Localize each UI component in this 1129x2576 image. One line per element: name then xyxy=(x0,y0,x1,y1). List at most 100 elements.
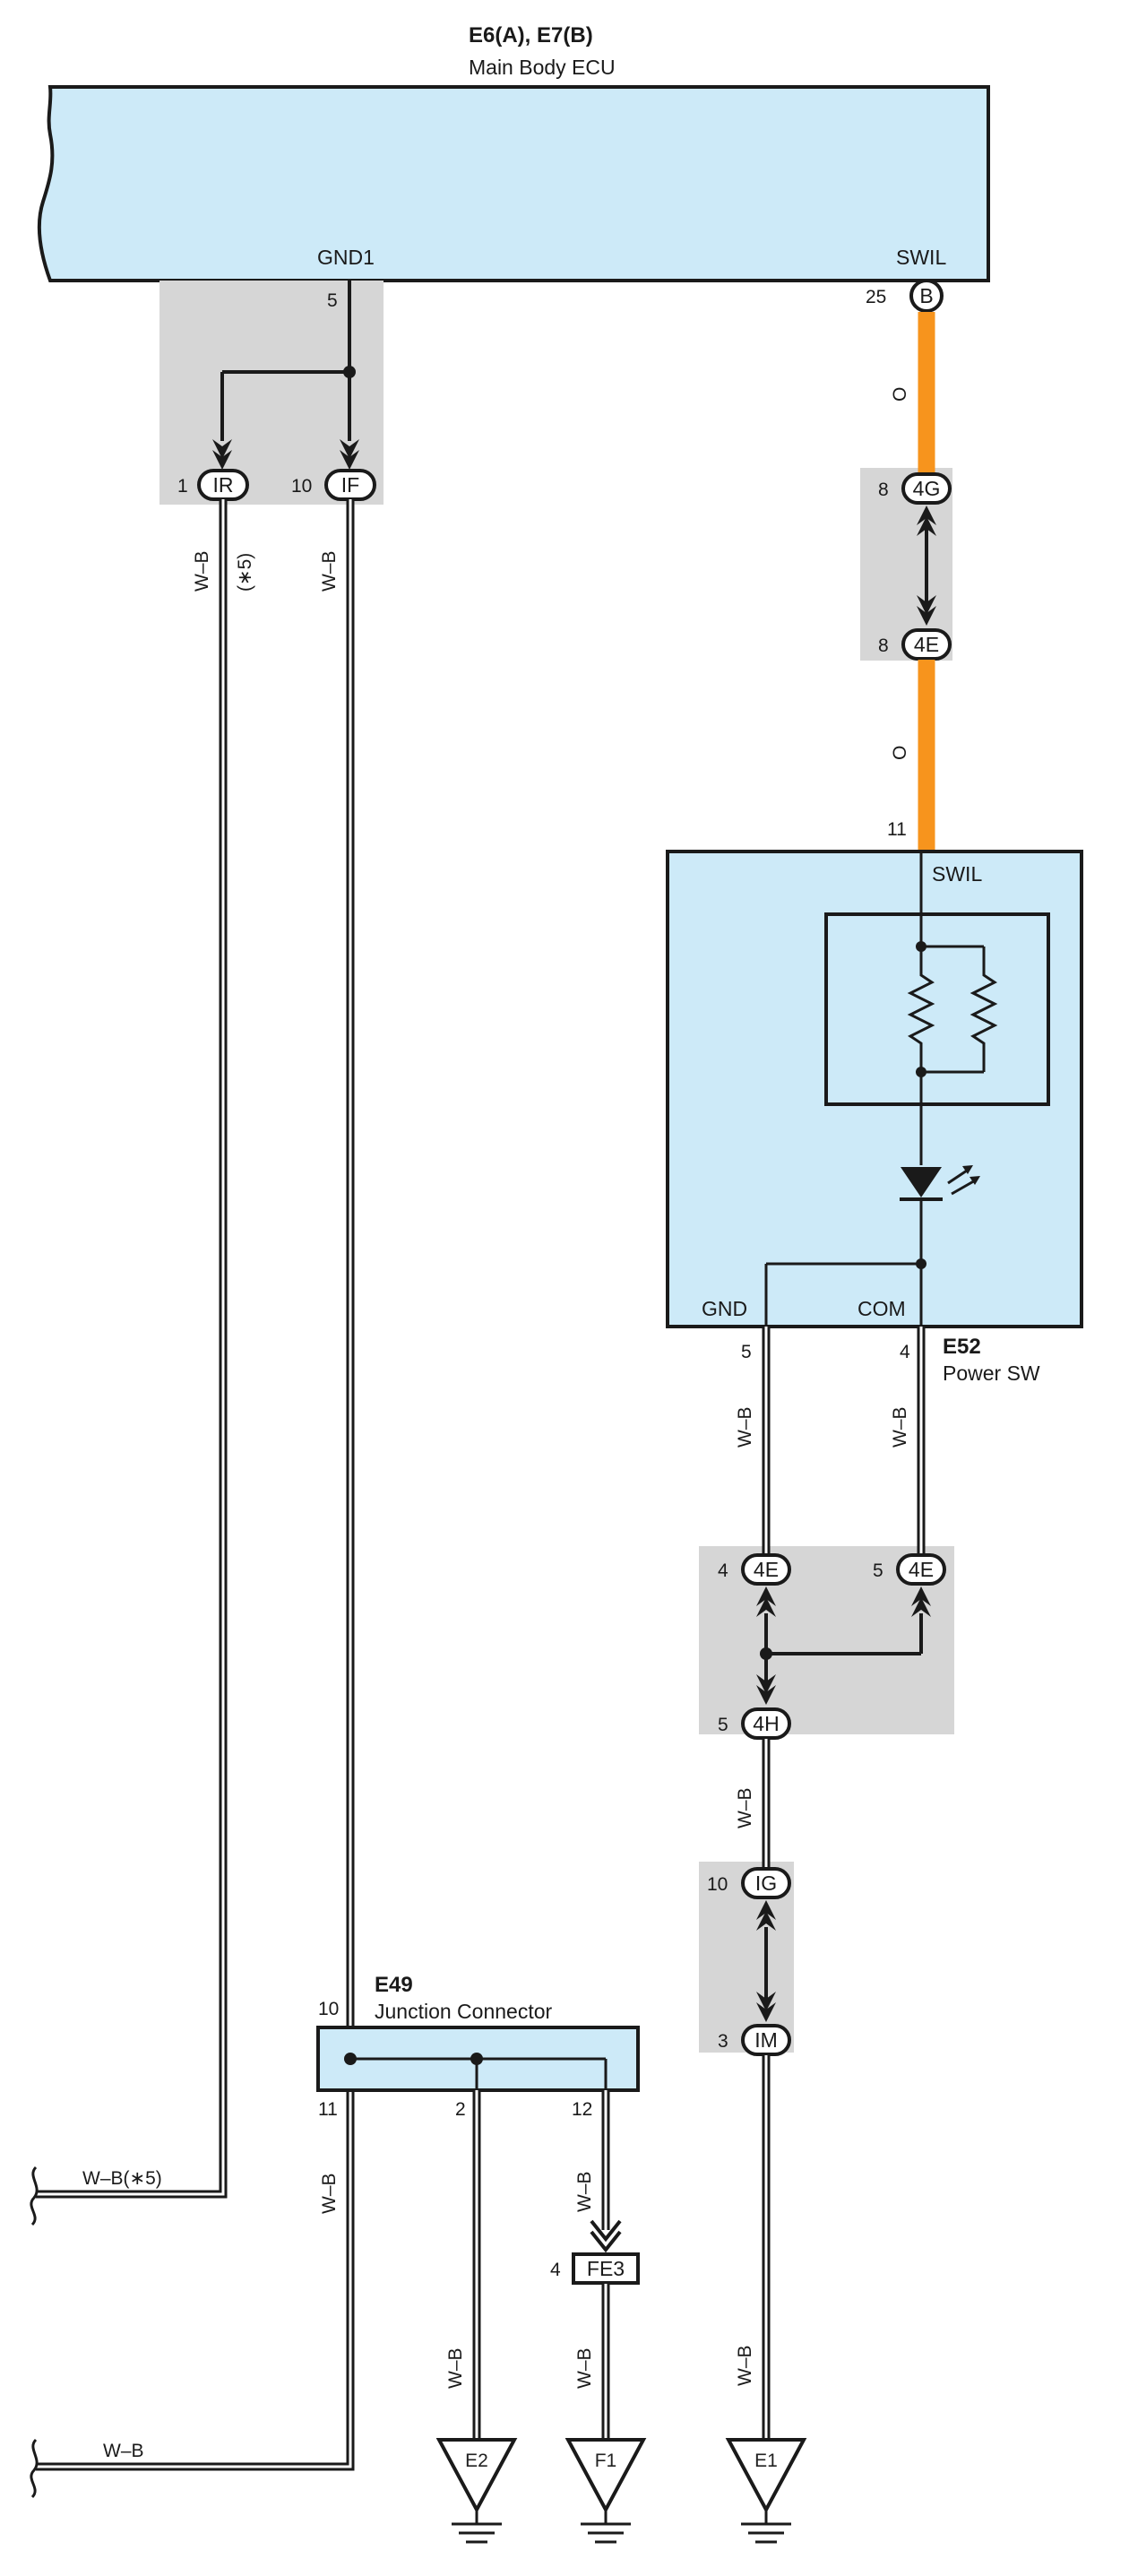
wire-label-wb: W–B xyxy=(574,2171,595,2212)
pin-junction-b: 2 xyxy=(455,2099,466,2120)
wire-label-wb: W–B xyxy=(735,1787,755,1828)
arrow-down xyxy=(212,450,232,470)
connector-fe3: FE3 4 xyxy=(550,2252,640,2285)
arrow-down xyxy=(590,2230,622,2253)
wire-label-wb: W–B xyxy=(735,2345,755,2386)
arrow-down xyxy=(917,595,936,615)
shade-gnd1 xyxy=(159,281,384,505)
connector-4e-top: 4E 8 xyxy=(878,628,952,661)
power-sw-name: Power SW xyxy=(943,1361,1040,1385)
svg-text:25: 25 xyxy=(866,287,886,307)
arrow-down xyxy=(590,2219,622,2243)
junction-connector xyxy=(316,2026,640,2092)
svg-text:8: 8 xyxy=(878,635,889,656)
pin-swil-sw: 11 xyxy=(887,819,907,840)
arrow-down xyxy=(340,450,359,470)
pin-junction-in: 10 xyxy=(318,1999,339,2019)
svg-text:3: 3 xyxy=(718,2031,728,2052)
arrow-down xyxy=(917,606,936,626)
wire-label-wb: W–B xyxy=(735,1406,755,1448)
wire-label-wb: W–B xyxy=(103,2441,144,2461)
ground-e1: E1 xyxy=(725,2438,807,2544)
arrow-up xyxy=(756,1586,776,1606)
connector-ig: IG 10 xyxy=(707,1867,791,1899)
svg-text:4: 4 xyxy=(550,2260,561,2280)
svg-text:10: 10 xyxy=(291,476,312,497)
arrow-down xyxy=(756,1992,776,2011)
junction-id: E49 xyxy=(375,1973,413,1997)
wire-label-wb: W–B xyxy=(574,2347,595,2389)
break-mark xyxy=(30,2165,39,2226)
gnd1-branch xyxy=(220,281,351,441)
wire-label-wb: W–B xyxy=(192,550,212,592)
pin-gnd1: 5 xyxy=(327,290,338,311)
svg-text:IM: IM xyxy=(754,2028,778,2052)
wire-label-o: O xyxy=(890,746,910,760)
svg-text:5: 5 xyxy=(718,1715,728,1735)
main-body-ecu: E6(A), E7(B) Main Body ECU GND1 SWIL xyxy=(37,23,990,282)
sw-term-swil: SWIL xyxy=(932,862,982,886)
wire-wb-ir xyxy=(36,499,228,2199)
ecu-subtitle: Main Body ECU xyxy=(469,56,616,79)
connector-4e-right: 4E 5 xyxy=(873,1553,946,1586)
connector-4h: 4H 5 xyxy=(718,1707,791,1740)
sw-term-gnd: GND xyxy=(702,1297,747,1320)
arrow-down xyxy=(212,439,232,459)
svg-text:IF: IF xyxy=(341,473,359,497)
wire-wb-if xyxy=(36,499,355,2471)
arrow-up xyxy=(911,1586,931,1606)
svg-text:4E: 4E xyxy=(909,1558,934,1581)
wire-label-wb: W–B xyxy=(890,1406,910,1448)
svg-text:4E: 4E xyxy=(754,1558,779,1581)
arrow-down xyxy=(756,2002,776,2022)
ecu-title: E6(A), E7(B) xyxy=(469,23,593,48)
pin-junction-a: 11 xyxy=(318,2099,338,2120)
wire-label-note5: (∗5) xyxy=(235,553,255,592)
ground-f1: F1 xyxy=(564,2438,647,2544)
arrow-up xyxy=(917,506,936,525)
power-sw-id: E52 xyxy=(943,1335,981,1359)
svg-text:8: 8 xyxy=(878,480,889,500)
connector-im: IM 3 xyxy=(718,2024,791,2056)
wire-label-wb: W–B xyxy=(445,2347,466,2389)
power-switch: SWIL GND COM xyxy=(666,850,1083,1328)
svg-text:E1: E1 xyxy=(754,2451,778,2471)
ecu-term-gnd1: GND1 xyxy=(317,246,375,269)
wire-label-o: O xyxy=(890,387,910,402)
arrow-up xyxy=(756,1911,776,1931)
svg-text:4H: 4H xyxy=(753,1712,779,1735)
svg-text:4G: 4G xyxy=(913,477,941,500)
svg-text:4E: 4E xyxy=(914,633,939,656)
svg-text:IR: IR xyxy=(213,473,234,497)
wire-label-wb: W–B xyxy=(319,2173,340,2214)
break-mark xyxy=(30,2438,39,2499)
connector-if: IF 10 xyxy=(291,469,376,501)
connector-4e-left: 4E 4 xyxy=(718,1553,791,1586)
ground-e2: E2 xyxy=(435,2438,518,2544)
sw-term-com: COM xyxy=(858,1297,906,1320)
arrow-up xyxy=(756,1900,776,1920)
arrow-down xyxy=(340,439,359,459)
svg-text:4: 4 xyxy=(718,1560,728,1581)
pin-sw-gnd: 5 xyxy=(741,1342,752,1362)
svg-text:F1: F1 xyxy=(595,2451,617,2471)
connector-b: B 25 xyxy=(866,279,944,313)
splice-dot xyxy=(343,366,356,378)
arrow-up xyxy=(756,1597,776,1617)
arrow-down xyxy=(756,1674,776,1694)
svg-text:E2: E2 xyxy=(465,2451,488,2471)
junction-name: Junction Connector xyxy=(375,2000,553,2023)
arrow-down xyxy=(756,1685,776,1705)
splice-dot xyxy=(760,1647,772,1660)
svg-text:B: B xyxy=(919,284,933,307)
wire-label-wb: W–B xyxy=(319,550,340,592)
svg-text:1: 1 xyxy=(177,476,188,497)
ecu-term-swil: SWIL xyxy=(896,246,946,269)
pin-junction-c: 12 xyxy=(572,2099,592,2120)
svg-text:5: 5 xyxy=(873,1560,883,1581)
svg-text:FE3: FE3 xyxy=(587,2257,625,2280)
pin-sw-com: 4 xyxy=(900,1342,910,1362)
svg-text:10: 10 xyxy=(707,1874,728,1895)
svg-text:IG: IG xyxy=(755,1871,777,1895)
